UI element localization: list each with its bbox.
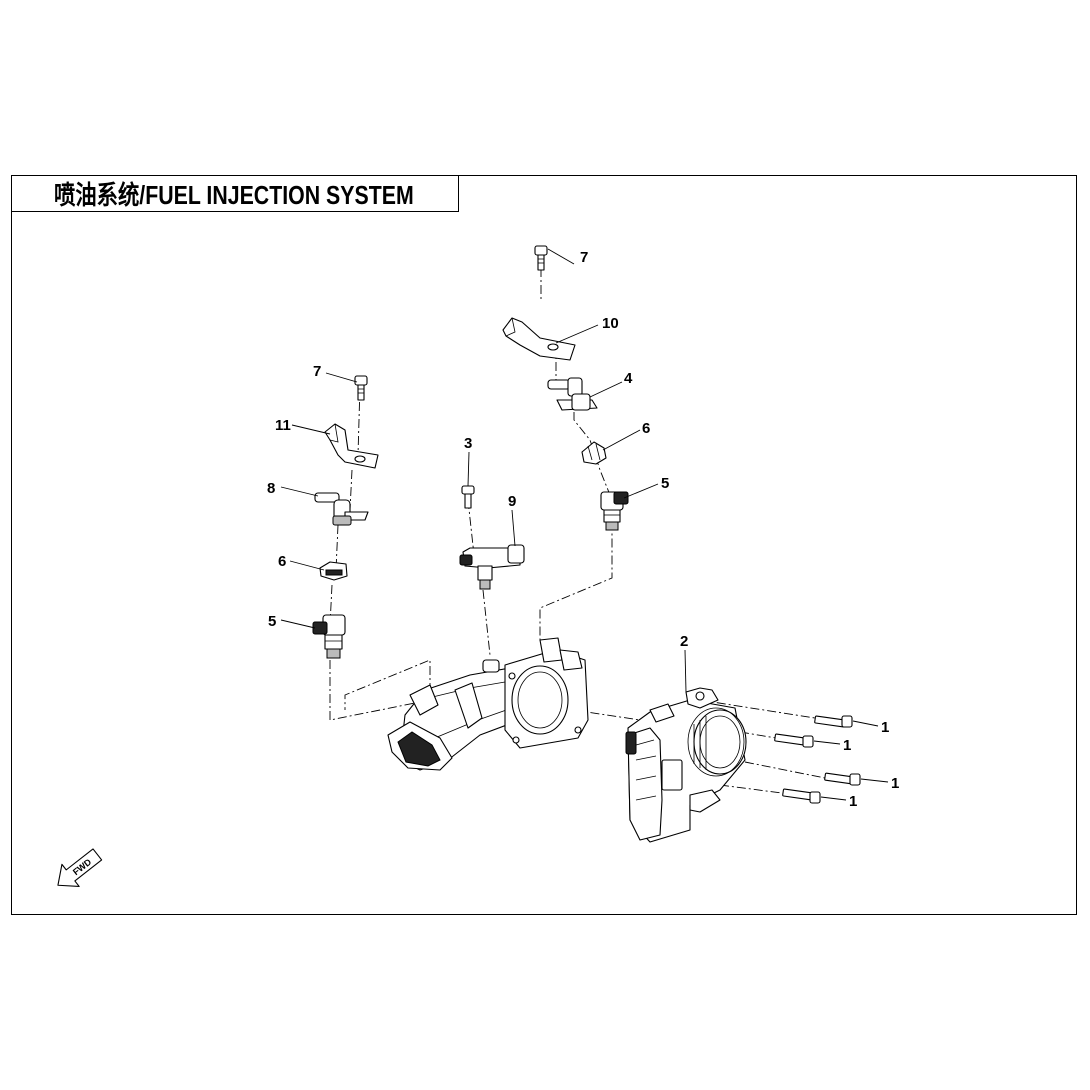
bolt-7-left — [354, 375, 368, 401]
callout-1-c: 1 — [891, 775, 899, 792]
callouts: 7 10 4 6 5 7 11 8 6 5 3 9 2 1 1 1 1 — [267, 249, 899, 810]
callout-3: 3 — [464, 435, 472, 452]
leader-lines — [280, 248, 889, 801]
bolt-1-a — [814, 715, 853, 728]
callout-4: 4 — [624, 370, 633, 387]
callout-1-a: 1 — [881, 719, 889, 736]
injector-5-left — [312, 614, 346, 659]
title-box: 喷油系统/FUEL INJECTION SYSTEM — [11, 175, 459, 212]
drawing-frame — [11, 175, 1077, 915]
bolt-3 — [461, 485, 475, 509]
bolt-1-b — [774, 733, 814, 748]
callout-2: 2 — [680, 633, 688, 650]
callout-1-b: 1 — [843, 737, 851, 754]
fuel-connector-8 — [314, 492, 369, 526]
clip-6-left — [319, 561, 348, 581]
fwd-arrow-icon: FWD — [57, 848, 103, 887]
callout-5-left: 5 — [268, 613, 276, 630]
callout-7-left: 7 — [313, 363, 321, 380]
bolt-7-upper — [534, 245, 548, 271]
page-title: 喷油系统/FUEL INJECTION SYSTEM — [54, 180, 414, 210]
callout-7-upper: 7 — [580, 249, 588, 266]
callout-1-d: 1 — [849, 793, 857, 810]
callout-8: 8 — [267, 480, 275, 497]
callout-11: 11 — [275, 417, 291, 434]
callout-10: 10 — [602, 315, 619, 332]
throttle-body-2 — [625, 687, 747, 843]
bracket-11 — [324, 423, 379, 469]
bracket-10 — [502, 317, 576, 361]
intake-manifold — [387, 637, 589, 771]
clip-6-right — [581, 441, 607, 465]
injector-5-right — [600, 491, 629, 531]
callout-9: 9 — [508, 493, 516, 510]
callout-6-left: 6 — [278, 553, 286, 570]
fuel-connector-4 — [547, 377, 598, 411]
map-sensor-9 — [459, 544, 525, 590]
bolt-1-d — [782, 788, 821, 804]
callout-5-right: 5 — [661, 475, 669, 492]
callout-6-right: 6 — [642, 420, 650, 437]
bolt-1-c — [824, 772, 861, 786]
